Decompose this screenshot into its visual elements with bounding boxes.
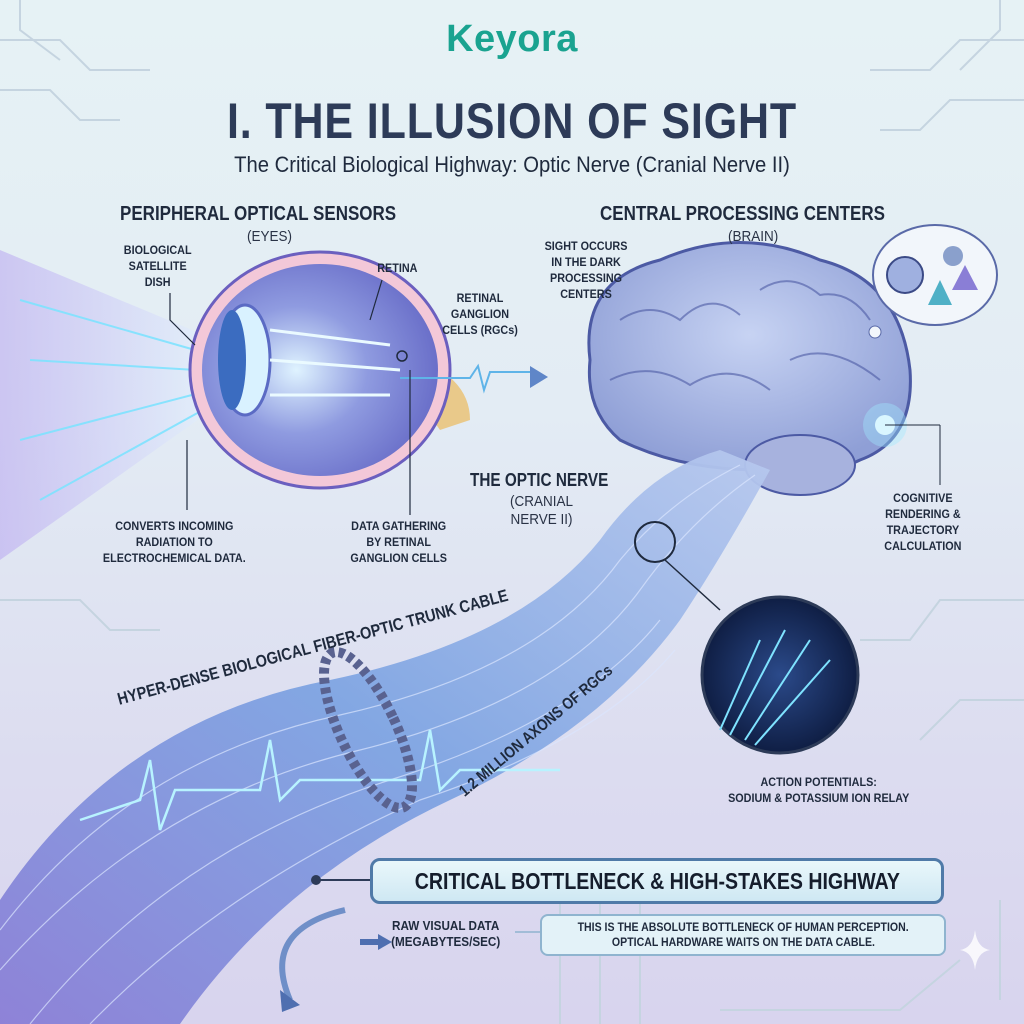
- eye-illustration: [188, 250, 548, 490]
- face-icon: [886, 256, 924, 294]
- label-retina: RETINA: [377, 261, 418, 275]
- brain-heading: CENTRAL PROCESSING CENTERS: [600, 203, 885, 225]
- eyes-heading: PERIPHERAL OPTICAL SENSORS: [120, 203, 397, 225]
- label-raw-visual-data: RAW VISUAL DATA(MEGABYTES/SEC): [391, 918, 501, 949]
- page-title: I. THE ILLUSION OF SIGHT: [226, 93, 798, 149]
- optic-nerve-title: THE OPTIC NERVE: [470, 470, 609, 490]
- sparkle-icon: [960, 930, 990, 970]
- page-subtitle: The Critical Biological Highway: Optic N…: [234, 152, 790, 177]
- brain-subheading: (BRAIN): [728, 228, 779, 245]
- eyes-subheading: (EYES): [247, 228, 293, 245]
- label-action-potentials: ACTION POTENTIALS:SODIUM & POTASSIUM ION…: [728, 775, 910, 805]
- bottleneck-note: THIS IS THE ABSOLUTE BOTTLENECK OF HUMAN…: [540, 914, 946, 956]
- bottleneck-callout: CRITICAL BOTTLENECK & HIGH-STAKES HIGHWA…: [370, 858, 944, 904]
- light-beam: [0, 250, 240, 560]
- optic-nerve-cable: [0, 450, 860, 1024]
- brain-illustration: [587, 224, 998, 496]
- axon-zoom-circle: [700, 595, 860, 755]
- brand-logo: Keyora: [446, 18, 578, 60]
